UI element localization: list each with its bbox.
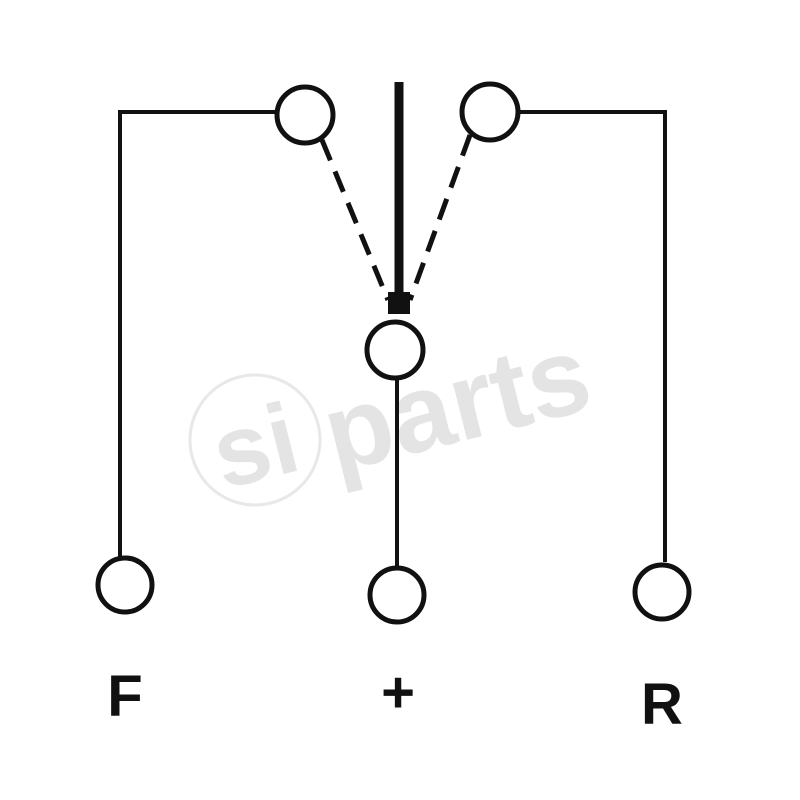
wire-r	[518, 110, 667, 562]
label-f: F	[107, 664, 142, 729]
terminal-f[interactable]	[95, 555, 155, 615]
wire-f	[118, 110, 277, 557]
label-r: R	[641, 672, 683, 737]
dashed-throw-left	[319, 139, 391, 301]
svg-text:parts: parts	[311, 312, 602, 496]
contact-left	[274, 84, 336, 146]
pivot-contact	[364, 319, 426, 381]
contact-right	[459, 81, 521, 143]
label-plus: +	[381, 660, 415, 725]
lever-base	[388, 292, 410, 314]
dashed-throw-right	[407, 134, 473, 301]
terminal-plus[interactable]	[367, 565, 427, 625]
terminal-r[interactable]	[632, 562, 692, 622]
